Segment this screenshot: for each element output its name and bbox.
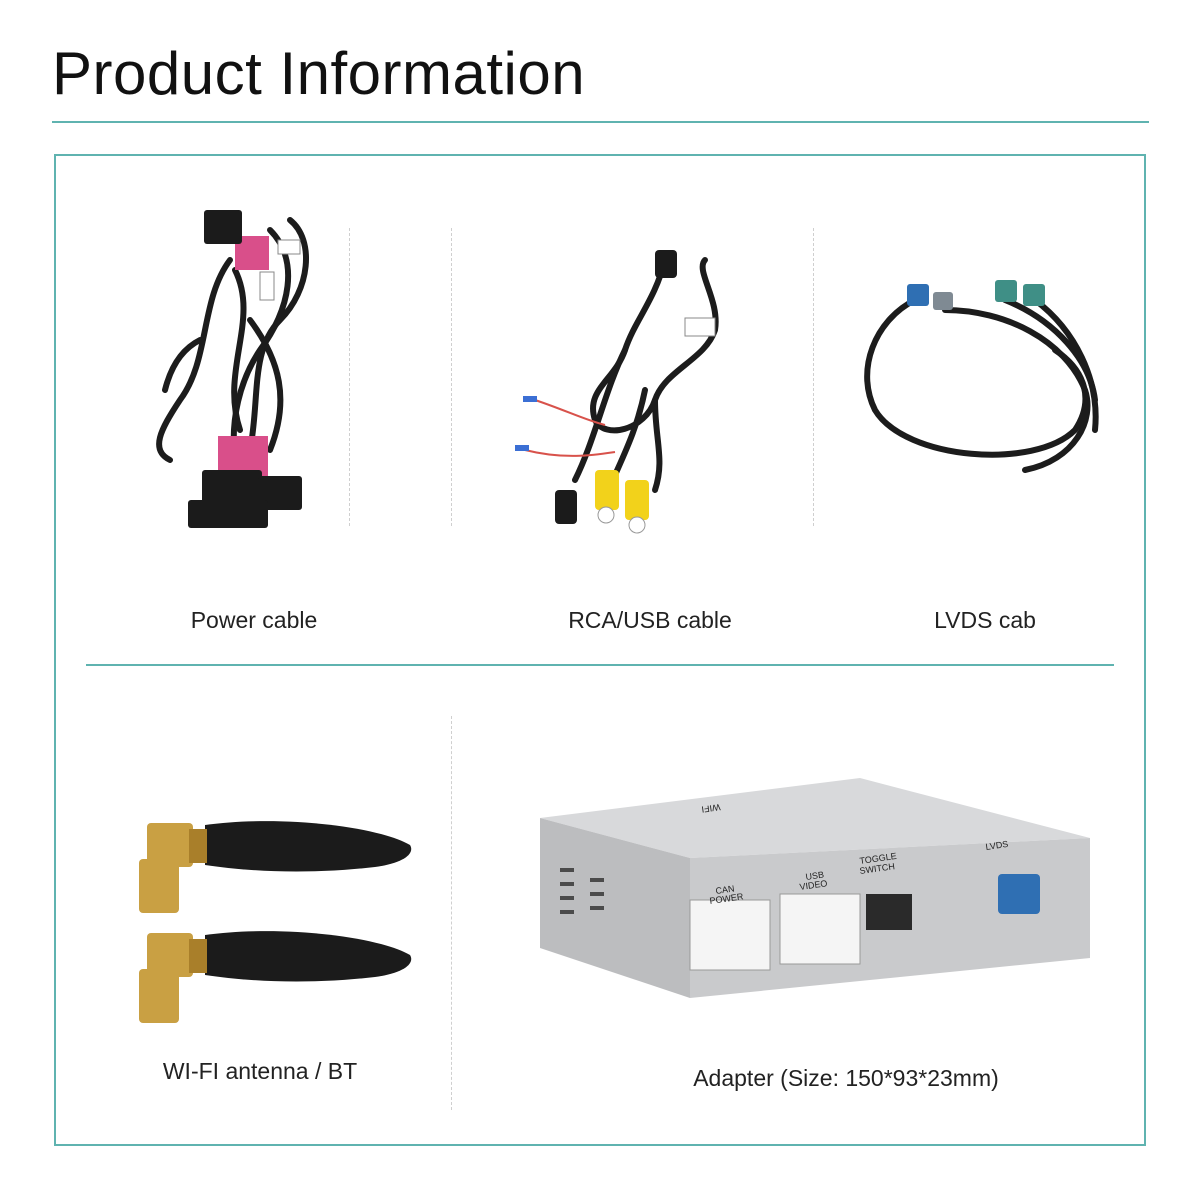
adapter-image: CAN POWER USB VIDEO TOGGLE SWITCH LVDS W… — [540, 778, 1090, 998]
power-cable-image — [156, 210, 309, 528]
rca-usb-cable-image — [515, 250, 719, 534]
usb-video-label-line2: VIDEO — [799, 878, 828, 892]
power-cable-caption: Power cable — [190, 607, 318, 633]
can-power-label-line2: POWER — [709, 891, 745, 906]
adapter-caption: Adapter (Size: 150*93*23mm) — [693, 1065, 999, 1091]
can-power-label: CAN — [715, 883, 735, 896]
column-divider-1 — [349, 228, 350, 526]
wifi-antenna-caption: WI-FI antenna / BT — [162, 1058, 358, 1084]
column-divider-3 — [813, 228, 814, 526]
row-divider — [86, 664, 1114, 666]
column-divider-4 — [451, 716, 452, 1110]
lvds-label: LVDS — [985, 839, 1009, 852]
column-divider-2 — [451, 228, 452, 526]
title-divider — [52, 121, 1149, 123]
rca-usb-cable-caption: RCA/USB cable — [568, 607, 732, 633]
wifi-label: WIFI — [701, 802, 721, 815]
page-title: Product Information — [52, 40, 586, 107]
lvds-cable-caption: LVDS cab — [934, 607, 1036, 633]
product-panel — [54, 154, 1146, 1146]
usb-video-label: USB — [805, 870, 825, 882]
toggle-switch-label-line2: SWITCH — [859, 861, 896, 876]
wifi-antenna-image — [139, 821, 412, 1023]
lvds-cable-image — [864, 280, 1099, 473]
